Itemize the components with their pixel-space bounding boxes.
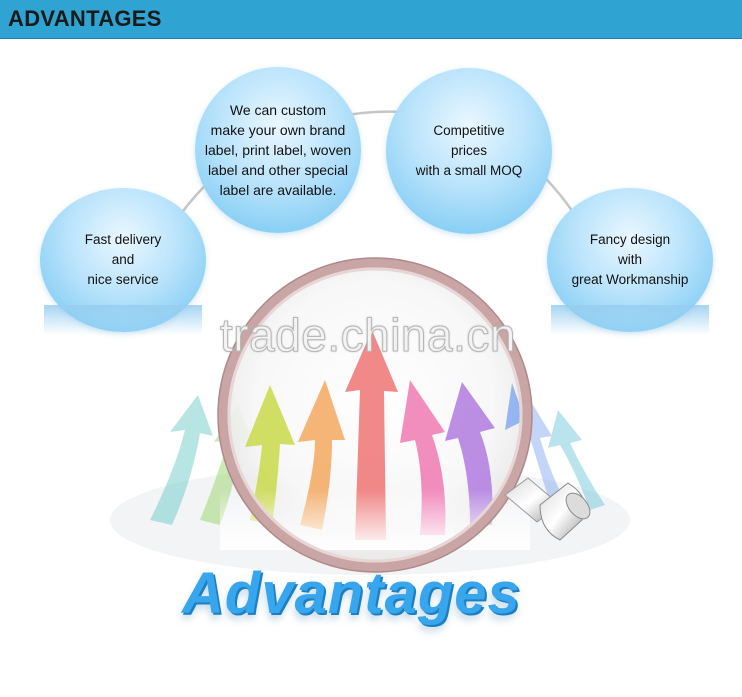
bubble-fade bbox=[44, 305, 202, 335]
advantage-text: We can custom make your own brand label,… bbox=[204, 102, 352, 198]
advantage-text: Competitive prices with a small MOQ bbox=[415, 123, 523, 178]
header-bar: ADVANTAGES bbox=[0, 0, 742, 39]
watermark: trade.china.cn bbox=[220, 309, 516, 362]
bubble-fade bbox=[551, 305, 709, 335]
page-title: ADVANTAGES bbox=[8, 6, 162, 31]
advantage-bubble-prices: Competitive prices with a small MOQ bbox=[386, 68, 552, 234]
advantages-heading: Advantages bbox=[182, 561, 521, 626]
advantage-text: Fancy design with great Workmanship bbox=[571, 232, 689, 287]
advantage-text: Fast delivery and nice service bbox=[84, 232, 162, 287]
advantage-bubble-custom-label: We can custom make your own brand label,… bbox=[195, 67, 361, 233]
magnifier-handle bbox=[504, 477, 591, 541]
